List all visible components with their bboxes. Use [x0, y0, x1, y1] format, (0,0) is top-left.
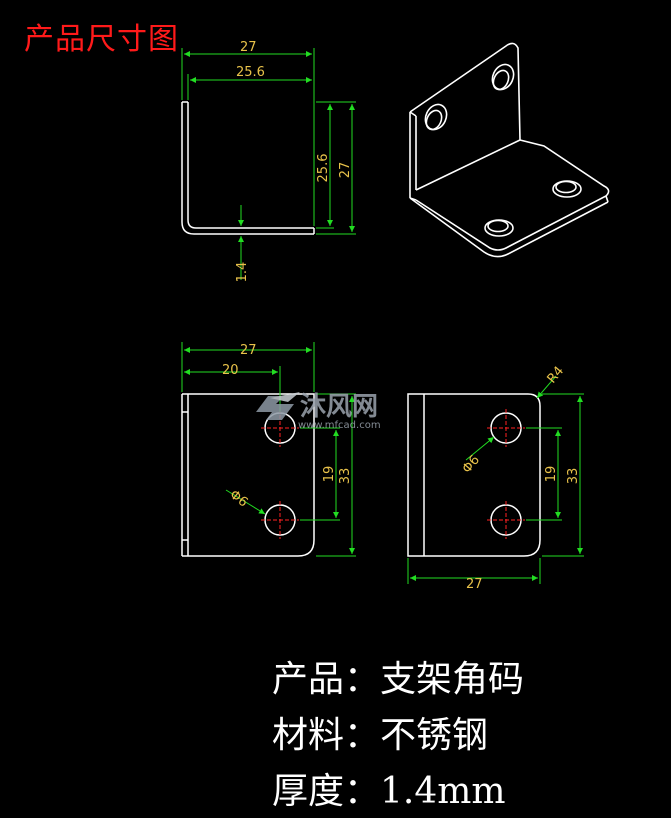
page-title: 产品尺寸图 [24, 22, 179, 57]
front-dim-27-right: 27 [338, 162, 353, 179]
material: 材料：不锈钢 [272, 715, 489, 756]
right-dim-radius: R4 [545, 364, 568, 387]
right-dim-height: 33 [566, 468, 581, 485]
front-view: 27 25.6 25.6 27 1.4 [181, 40, 356, 283]
right-view-center-marks [487, 409, 525, 539]
front-dim-25-6-right: 25.6 [316, 154, 331, 183]
right-side-view: R4 Φ6 19 33 27 [407, 364, 584, 592]
left-dim-hole-offset: 20 [222, 363, 239, 378]
thickness: 厚度：1.4mm [272, 771, 506, 812]
left-view-center-marks [261, 409, 299, 539]
watermark: 沐风网 www.mfcad.com [256, 392, 381, 431]
front-dim-27-top: 27 [240, 40, 257, 55]
isometric-view [409, 42, 610, 258]
right-dim-width: 27 [466, 577, 483, 592]
left-dim-hole-diameter: Φ6 [227, 487, 251, 510]
front-view-outline [181, 101, 315, 235]
watermark-brand: 沐风网 [300, 392, 378, 422]
left-side-view: 27 20 Φ6 19 33 [181, 342, 356, 557]
product-name: 产品：支架角码 [272, 659, 525, 700]
watermark-logo-icon [256, 392, 300, 420]
right-dim-hole-diameter: Φ6 [460, 453, 483, 477]
right-view-outline [407, 393, 541, 557]
front-view-dimension-lines [181, 48, 356, 280]
front-dim-25-6-top: 25.6 [236, 65, 265, 80]
left-dim-height: 33 [338, 468, 353, 485]
right-view-dimension-lines [407, 375, 584, 584]
left-view-outline [181, 393, 315, 557]
right-dim-hole-spacing: 19 [544, 466, 559, 483]
front-dim-thickness: 1.4 [235, 262, 250, 283]
watermark-url: www.mfcad.com [298, 420, 381, 431]
left-view-dimension-lines [181, 342, 356, 557]
left-dim-width: 27 [240, 343, 257, 358]
left-dim-hole-spacing: 19 [322, 466, 337, 483]
